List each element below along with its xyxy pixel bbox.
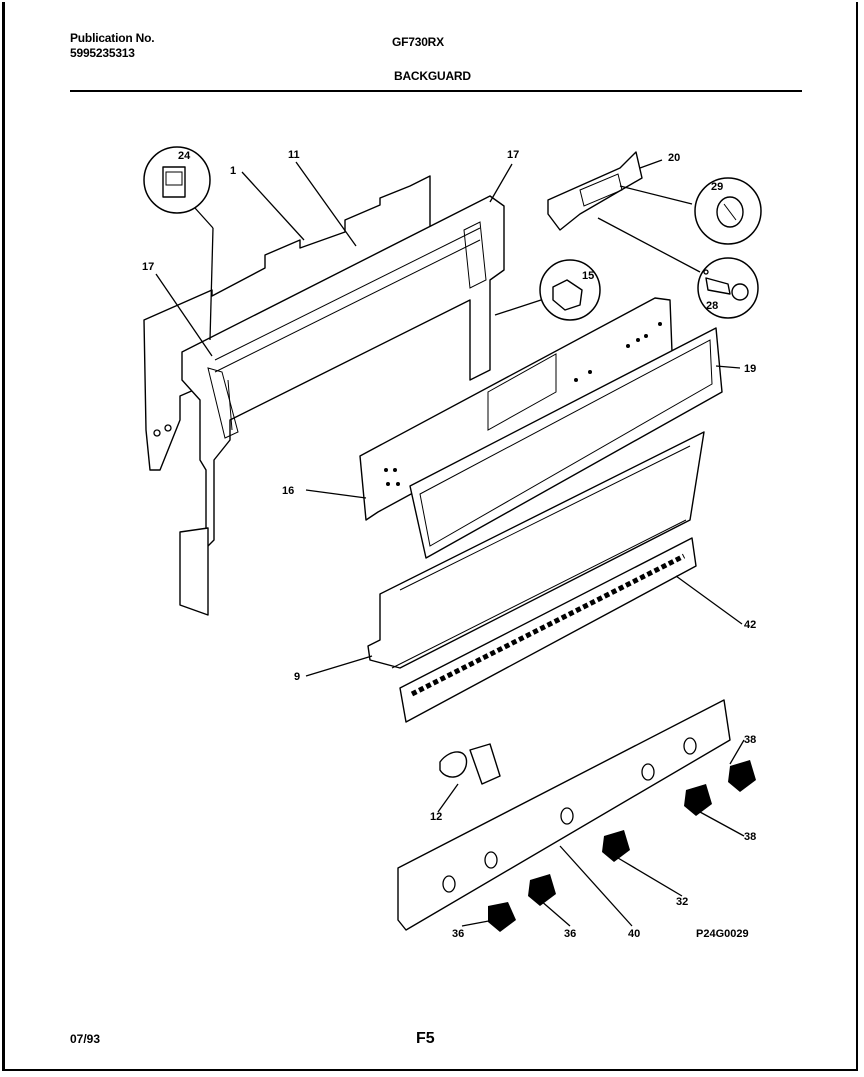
part-12-ignitor [439,743,501,785]
callout-24: 24 [178,150,191,162]
burner-knobs [488,760,756,932]
leader-lines [155,161,745,927]
callout-20: 20 [668,152,680,164]
callout-19: 19 [744,363,756,375]
callout-42: 42 [744,619,756,631]
model-number: GF730RX [392,35,444,49]
callout-1: 1 [230,165,236,177]
part-28-knob-shaft [697,257,759,319]
part-29-knob [694,177,762,245]
callout-17-left: 17 [142,261,154,273]
callout-38-right: 38 [744,831,756,843]
section-title: BACKGUARD [394,69,471,83]
callout-36-left: 36 [452,928,464,940]
callout-17-upper: 17 [507,149,519,161]
part-40-manifold-panel [397,699,731,931]
part-20-clock-bracket [547,151,701,273]
callout-9: 9 [294,671,300,683]
part-42-vent-strip [399,537,697,723]
part-9-cover [367,431,705,669]
callout-36-middle: 36 [564,928,576,940]
callout-38-top: 38 [744,734,756,746]
callout-labels: 24 1 11 17 17 15 20 29 28 19 16 42 9 12 … [142,149,756,940]
publication-label: Publication No. [70,31,155,45]
callout-15: 15 [582,270,594,282]
callout-11: 11 [288,149,300,161]
header-rule [70,90,802,92]
callout-28: 28 [706,300,718,312]
footer-date: 07/93 [70,1032,101,1046]
callout-29: 29 [711,181,723,193]
footer-page: F5 [416,1030,435,1047]
callout-16: 16 [282,485,294,497]
callout-12: 12 [430,811,442,823]
part-24-switch [143,146,214,341]
diagram-code: P24G0029 [696,928,749,940]
publication-number: 5995235313 [70,46,135,60]
callout-32: 32 [676,896,688,908]
callout-40: 40 [628,928,640,940]
part-19-trim-frame [409,327,723,559]
backguard-frame [143,175,505,616]
part-15-bracket [494,259,601,321]
